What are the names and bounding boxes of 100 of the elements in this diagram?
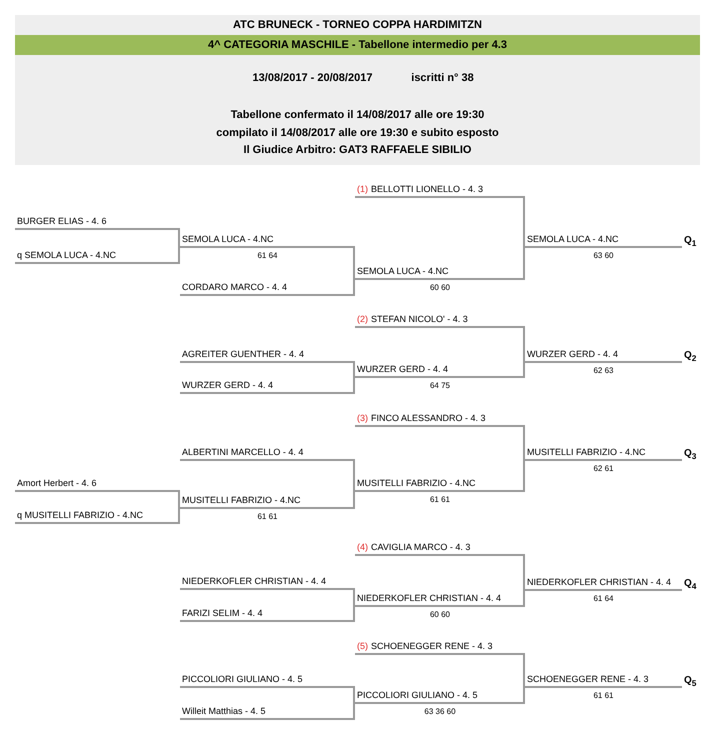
bracket-connector	[523, 327, 526, 363]
bracket-slot	[180, 494, 355, 509]
bracket-slot	[180, 607, 355, 622]
seed-number: (3)	[357, 412, 368, 424]
bracket-connector	[353, 247, 356, 280]
bracket-connector	[353, 605, 356, 621]
player-name: PICCOLIORI GIULIANO - 4. 5	[357, 689, 478, 701]
qualifier-mark: Q$_{3}$	[684, 448, 696, 462]
seed-number: (1)	[357, 183, 368, 195]
player-name: MUSITELLI FABRIZIO - 4.NC	[182, 494, 301, 506]
match-score: 61 61	[593, 691, 614, 701]
qualifier-mark: Q$_{2}$	[684, 350, 696, 364]
bracket-connector	[523, 555, 526, 591]
bracket-slot	[355, 412, 525, 427]
player-name: PICCOLIORI GIULIANO - 4. 5	[182, 673, 303, 685]
bracket-connector	[523, 589, 526, 606]
bracket-connector	[523, 361, 526, 377]
match-score: 61 61	[257, 512, 278, 522]
match-score: 61 64	[257, 251, 278, 261]
player-name: CAVIGLIA MARCO - 4. 3	[371, 541, 470, 553]
player-name: ALBERTINI MARCELLO - 4. 4	[182, 446, 304, 458]
bracket-slot	[355, 592, 525, 607]
bracket-slot	[355, 640, 525, 655]
bracket-connector	[523, 426, 526, 461]
player-name: Willeit Matthias - 4. 5	[182, 705, 266, 717]
bracket-slot	[15, 249, 180, 264]
bracket-slot	[180, 233, 355, 248]
player-name: MUSITELLI FABRIZIO - 4.NC	[357, 477, 476, 489]
qualifier-mark: Q$_{4}$	[684, 578, 696, 592]
player-name: BELLOTTI LIONELLO - 4. 3	[371, 183, 484, 195]
match-score: 61 64	[593, 594, 614, 604]
info-text: 13/08/2017 - 20/08/2017	[252, 72, 372, 84]
player-name: SCHOENEGGER RENE - 4. 3	[527, 673, 649, 685]
qualifier-mark: Q$_{5}$	[684, 675, 696, 689]
player-name: NIEDERKOFLER CHRISTIAN - 4. 4	[527, 576, 672, 588]
seed-number: (2)	[357, 313, 368, 325]
player-name: MUSITELLI FABRIZIO - 4.NC	[527, 446, 646, 458]
bracket-connector	[353, 460, 356, 492]
bracket-slot	[15, 509, 180, 524]
player-name: CORDARO MARCO - 4. 4	[182, 281, 288, 293]
bracket-slot	[355, 689, 525, 704]
player-name: AGREITER GUENTHER - 4. 4	[182, 348, 304, 360]
player-name: WURZER GERD - 4. 4	[182, 379, 274, 391]
player-name: WURZER GERD - 4. 4	[527, 348, 618, 360]
bracket-slot	[355, 363, 525, 378]
info-text: Tabellone confermato il 14/08/2017 alle ore 19:30	[230, 109, 484, 121]
bracket-slot	[180, 705, 355, 720]
seed-number: (4)	[357, 541, 368, 553]
bracket-connector	[523, 197, 526, 248]
player-name: FARIZI SELIM - 4. 4	[182, 607, 263, 619]
player-name: STEFAN NICOLO' - 4. 3	[371, 313, 468, 325]
bracket-connector	[353, 490, 356, 508]
info-text: compilato il 14/08/2017 alle ore 19:30 e subito esposto	[216, 127, 499, 139]
bracket-connector	[523, 654, 526, 688]
player-name: SEMOLA LUCA - 4.NC	[182, 233, 274, 245]
player-name: NIEDERKOFLER CHRISTIAN - 4. 4	[357, 592, 502, 604]
bracket-slot	[355, 183, 525, 198]
bracket-connector	[178, 229, 180, 248]
player-name: SCHOENEGGER RENE - 4. 3	[371, 640, 493, 652]
bracket-slot	[525, 446, 682, 461]
player-name: WURZER GERD - 4. 4	[357, 363, 448, 375]
match-score: 62 61	[593, 464, 614, 474]
bracket-slot	[180, 379, 355, 394]
match-score: 64 75	[430, 381, 450, 391]
bracket-slot	[15, 215, 180, 230]
bracket-connector	[178, 491, 180, 509]
bracket-slot	[180, 348, 355, 363]
player-name: q MUSITELLI FABRIZIO - 4.NC	[17, 509, 144, 521]
match-score: 63 60	[593, 251, 614, 261]
match-score: 62 63	[593, 366, 614, 376]
bracket-slot	[180, 281, 355, 296]
bracket-connector	[353, 702, 356, 719]
bracket-connector	[523, 246, 526, 279]
match-score: 61 61	[430, 495, 450, 505]
player-name: q SEMOLA LUCA - 4.NC	[17, 249, 116, 261]
bracket-connector	[178, 507, 180, 523]
bracket-connector	[523, 686, 526, 703]
bracket-slot	[180, 575, 355, 590]
bracket-slot	[355, 541, 525, 556]
bracket-connector	[353, 278, 356, 295]
player-name: FINCO ALESSANDRO - 4. 3	[371, 412, 486, 424]
match-score: 63 36 60	[424, 707, 456, 717]
title-text: ATC BRUNECK - TORNEO COPPA HARDIMITZN	[233, 19, 482, 31]
qualifier-mark: Q$_{1}$	[684, 235, 696, 249]
bracket-connector	[178, 246, 180, 263]
category-banner: 4^ CATEGORIA MASCHILE - Tabellone intermedio per 4.3	[15, 35, 700, 55]
bracket-slot	[355, 265, 525, 280]
bracket-slot	[355, 313, 525, 328]
bracket-slot	[15, 477, 180, 492]
bracket-slot	[180, 673, 355, 688]
bracket-slot	[525, 233, 682, 248]
info-text: iscritti n° 38	[411, 72, 474, 84]
bracket-connector	[353, 687, 356, 704]
player-name: SEMOLA LUCA - 4.NC	[527, 233, 619, 245]
info-text: Il Giudice Arbitro: GAT3 RAFFAELE SIBILIO	[244, 144, 472, 156]
bracket-connector	[353, 362, 356, 378]
bracket-slot	[525, 576, 682, 591]
player-name: SEMOLA LUCA - 4.NC	[357, 265, 449, 277]
match-score: 60 60	[430, 283, 450, 293]
bracket-slot	[180, 446, 355, 461]
